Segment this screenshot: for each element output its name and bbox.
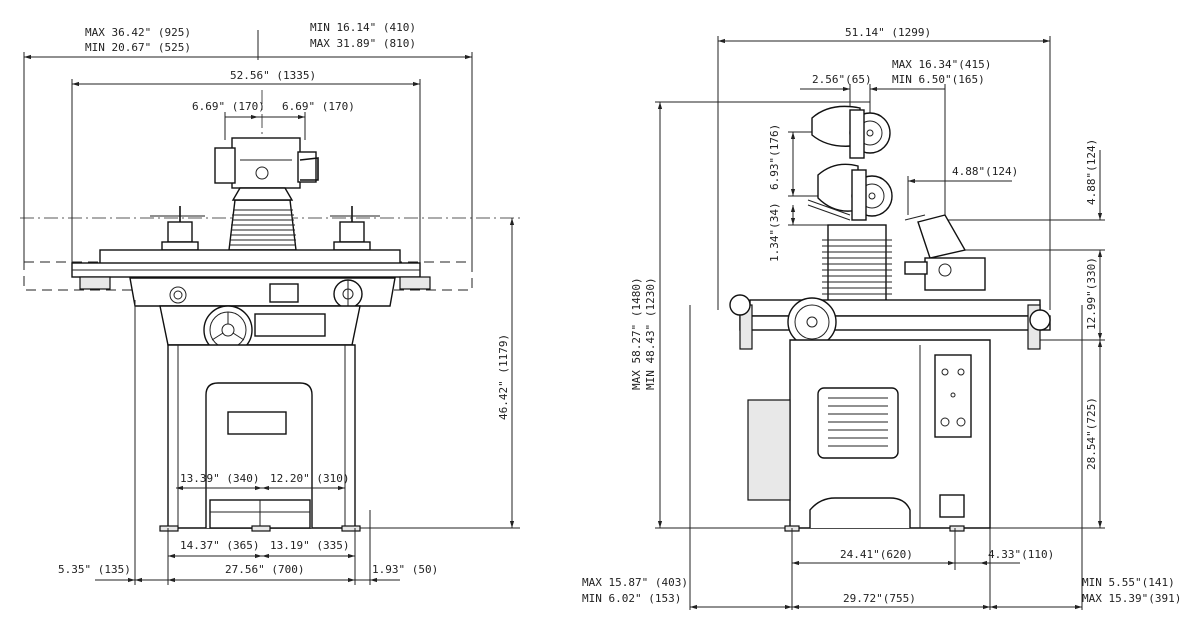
front-dim-193: 1.93" (50)	[372, 563, 438, 576]
side-dim-693: 6.93"(176)	[768, 124, 781, 190]
side-dim-1299: 12.99"(330)	[1085, 257, 1098, 330]
side-dim-max-1587: MAX 15.87" (403)	[582, 576, 688, 589]
front-dim-2756: 27.56" (700)	[225, 563, 304, 576]
front-dim-1220: 12.20" (310)	[270, 472, 349, 485]
front-dim-max-31: MAX 31.89" (810)	[310, 37, 416, 50]
side-grinding-wheels	[807, 105, 893, 221]
front-dim-1319: 13.19" (335)	[270, 539, 349, 552]
side-dim-488-horizontal: 4.88"(124)	[952, 165, 1018, 178]
side-view: 51.14" (1299) MAX 16.34"(415) MIN 6.50"(…	[582, 26, 1181, 610]
front-dim-right-669: 6.69" (170)	[282, 100, 355, 113]
side-dim-min-650: MIN 6.50"(165)	[892, 73, 985, 86]
front-left-tailstock	[150, 206, 205, 251]
side-dim-2972: 29.72"(755)	[843, 592, 916, 605]
front-dim-535: 5.35" (135)	[58, 563, 131, 576]
side-dim-max-1634: MAX 16.34"(415)	[892, 58, 991, 71]
front-dim-1437: 14.37" (365)	[180, 539, 259, 552]
front-right-tailstock	[330, 206, 380, 251]
front-bellows	[229, 209, 296, 246]
front-dim-max-36: MAX 36.42" (925)	[85, 26, 191, 39]
front-dim-1339: 13.39" (340)	[180, 472, 259, 485]
side-dim-max-1539: MAX 15.39"(391)	[1082, 592, 1181, 605]
side-dim-134: 1.34"(34)	[768, 202, 781, 262]
side-dim-2854: 28.54"(725)	[1085, 397, 1098, 470]
side-dim-488-vertical: 4.88"(124)	[1085, 139, 1098, 205]
side-dim-min-4843: MIN 48.43" (1230)	[644, 277, 657, 390]
side-dim-overall-5114: 51.14" (1299)	[845, 26, 931, 39]
side-workhead	[904, 214, 986, 291]
front-dim-left-669: 6.69" (170)	[192, 100, 265, 113]
front-dim-height-46: 46.42" (1179)	[497, 334, 510, 420]
side-vent-grille	[828, 397, 888, 447]
side-dim-433: 4.33"(110)	[988, 548, 1054, 561]
front-dim-min-16: MIN 16.14" (410)	[310, 21, 416, 34]
side-dim-min-602: MIN 6.02" (153)	[582, 592, 681, 605]
side-dim-256: 2.56"(65)	[812, 73, 872, 86]
side-bellows	[822, 239, 892, 295]
side-dim-min-555: MIN 5.55"(141)	[1082, 576, 1175, 589]
front-dim-min-20: MIN 20.67" (525)	[85, 41, 191, 54]
side-dim-2441: 24.41"(620)	[840, 548, 913, 561]
front-dim-overall-52: 52.56" (1335)	[230, 69, 316, 82]
front-view: MAX 36.42" (925) MIN 20.67" (525) MIN 16…	[20, 21, 520, 585]
side-dim-max-5827: MAX 58.27" (1480)	[630, 277, 643, 390]
